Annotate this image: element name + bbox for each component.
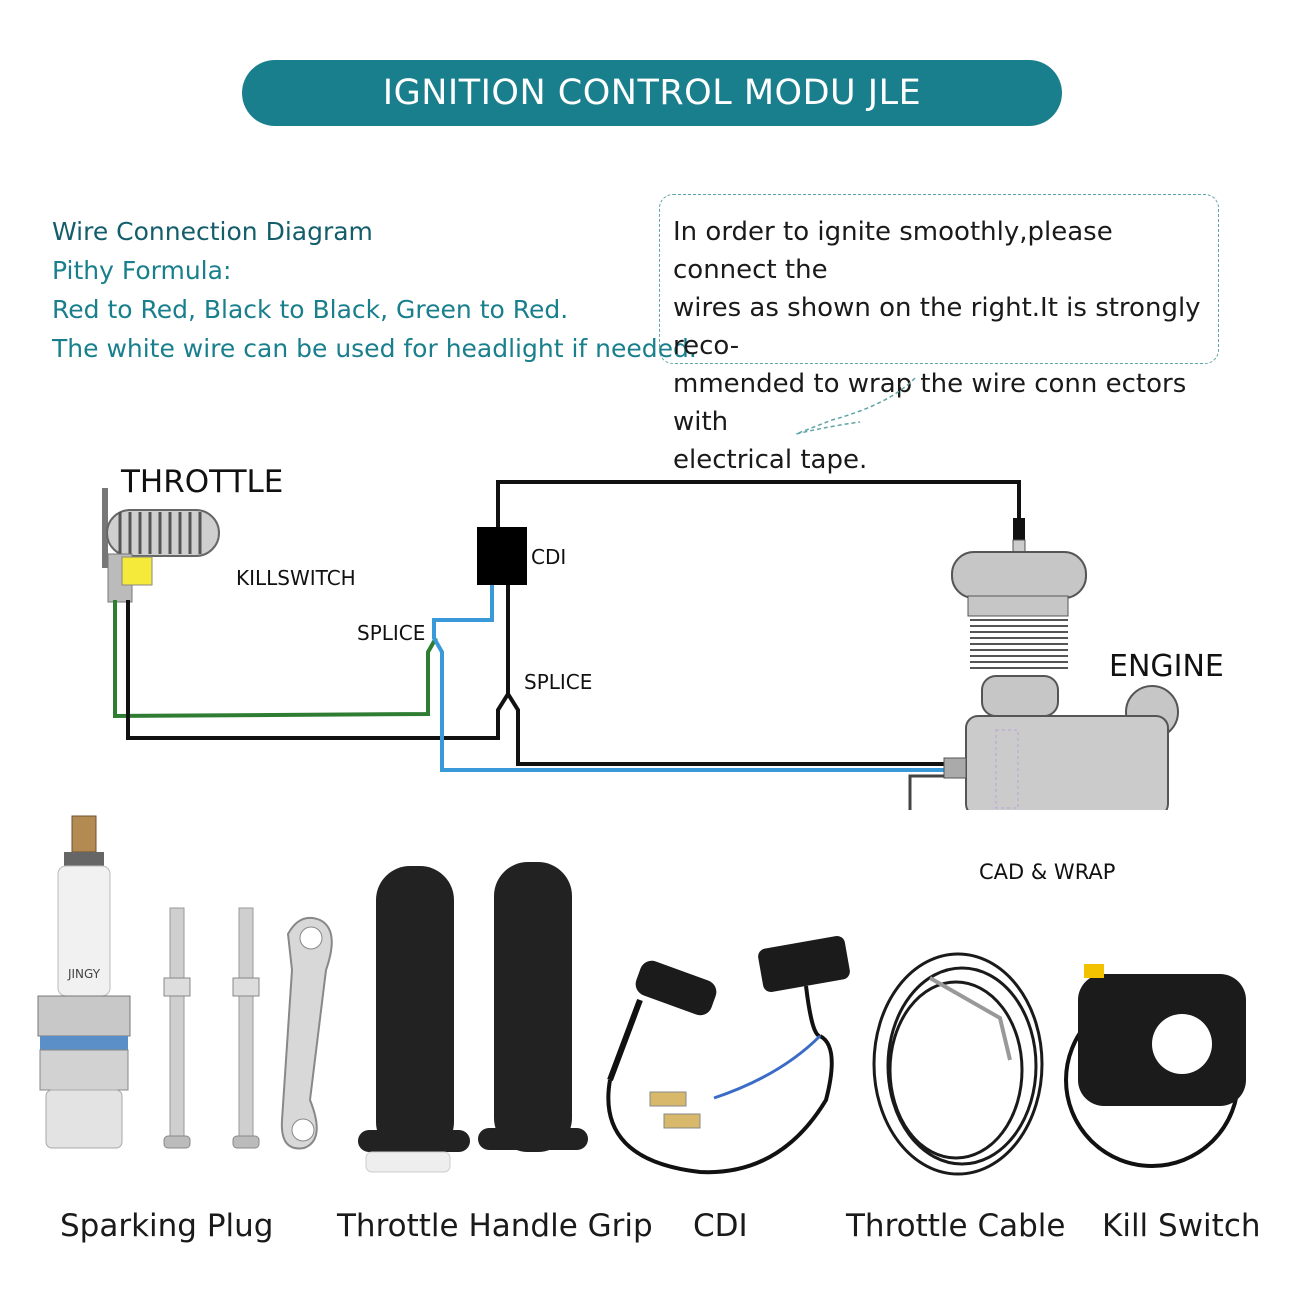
banner-title: IGNITION CONTROL MODU JLE bbox=[382, 73, 922, 113]
cdi-unit-icon bbox=[606, 935, 850, 1175]
label-killswitch: KILLSWITCH bbox=[236, 566, 356, 590]
blue-wire bbox=[432, 585, 944, 772]
handle-grip-icon bbox=[358, 866, 470, 1173]
label-cad-wrap: CAD & WRAP bbox=[979, 860, 1116, 884]
note-line: wires as shown on the right.It is strong… bbox=[673, 293, 1201, 361]
green-wire bbox=[113, 600, 438, 719]
note-line: In order to ignite smoothly,please conne… bbox=[673, 217, 1113, 285]
label-throttle: THROTTLE bbox=[121, 464, 284, 500]
note-line: electrical tape. bbox=[673, 445, 868, 475]
kill-switch-icon bbox=[1064, 964, 1246, 1168]
engine-icon bbox=[943, 518, 1179, 810]
label-splice-left: SPLICE bbox=[357, 621, 426, 645]
callout-tail bbox=[795, 377, 916, 435]
caption-throttle-cable: Throttle Cable bbox=[846, 1208, 1066, 1244]
wiring-diagram bbox=[102, 480, 1179, 810]
killswitch-button-icon bbox=[121, 556, 153, 586]
bracket-icon bbox=[280, 916, 333, 1150]
label-splice-right: SPLICE bbox=[524, 670, 593, 694]
grey-wire bbox=[908, 774, 944, 810]
product-illustrations: JINGY bbox=[37, 815, 1246, 1176]
bolt-icon bbox=[232, 907, 260, 1149]
black-wire bbox=[126, 600, 944, 766]
formula-line: Red to Red, Black to Black, Green to Red… bbox=[52, 295, 569, 324]
label-engine: ENGINE bbox=[1109, 649, 1224, 684]
handle-grip-icon bbox=[478, 862, 588, 1152]
spark-plug-icon: JINGY bbox=[37, 815, 131, 1149]
svg-text:JINGY: JINGY bbox=[67, 967, 101, 981]
bolt-icon bbox=[163, 907, 191, 1149]
cdi-box-icon bbox=[477, 527, 527, 585]
intro-heading: Wire Connection Diagram bbox=[52, 217, 373, 246]
caption-kill-switch: Kill Switch bbox=[1102, 1208, 1261, 1244]
formula-label: Pithy Formula: bbox=[52, 256, 232, 285]
note-line: mmended to wrap the wire conn ectors wit… bbox=[673, 369, 1187, 437]
black-wire-top bbox=[496, 480, 1021, 568]
caption-cdi: CDI bbox=[693, 1208, 748, 1244]
intro-text: Wire Connection Diagram Pithy Formula: R… bbox=[52, 212, 697, 368]
white-wire-line: The white wire can be used for headlight… bbox=[52, 334, 697, 363]
throttle-cable-icon bbox=[872, 952, 1044, 1176]
instruction-callout: In order to ignite smoothly,please conne… bbox=[659, 194, 1219, 475]
title-banner: IGNITION CONTROL MODU JLE bbox=[242, 60, 1062, 126]
label-cdi: CDI bbox=[531, 545, 567, 569]
caption-throttle-handle-grip: Throttle Handle Grip bbox=[337, 1208, 653, 1244]
caption-spark-plug: Sparking Plug bbox=[60, 1208, 274, 1244]
throttle-grip-icon bbox=[102, 488, 220, 603]
